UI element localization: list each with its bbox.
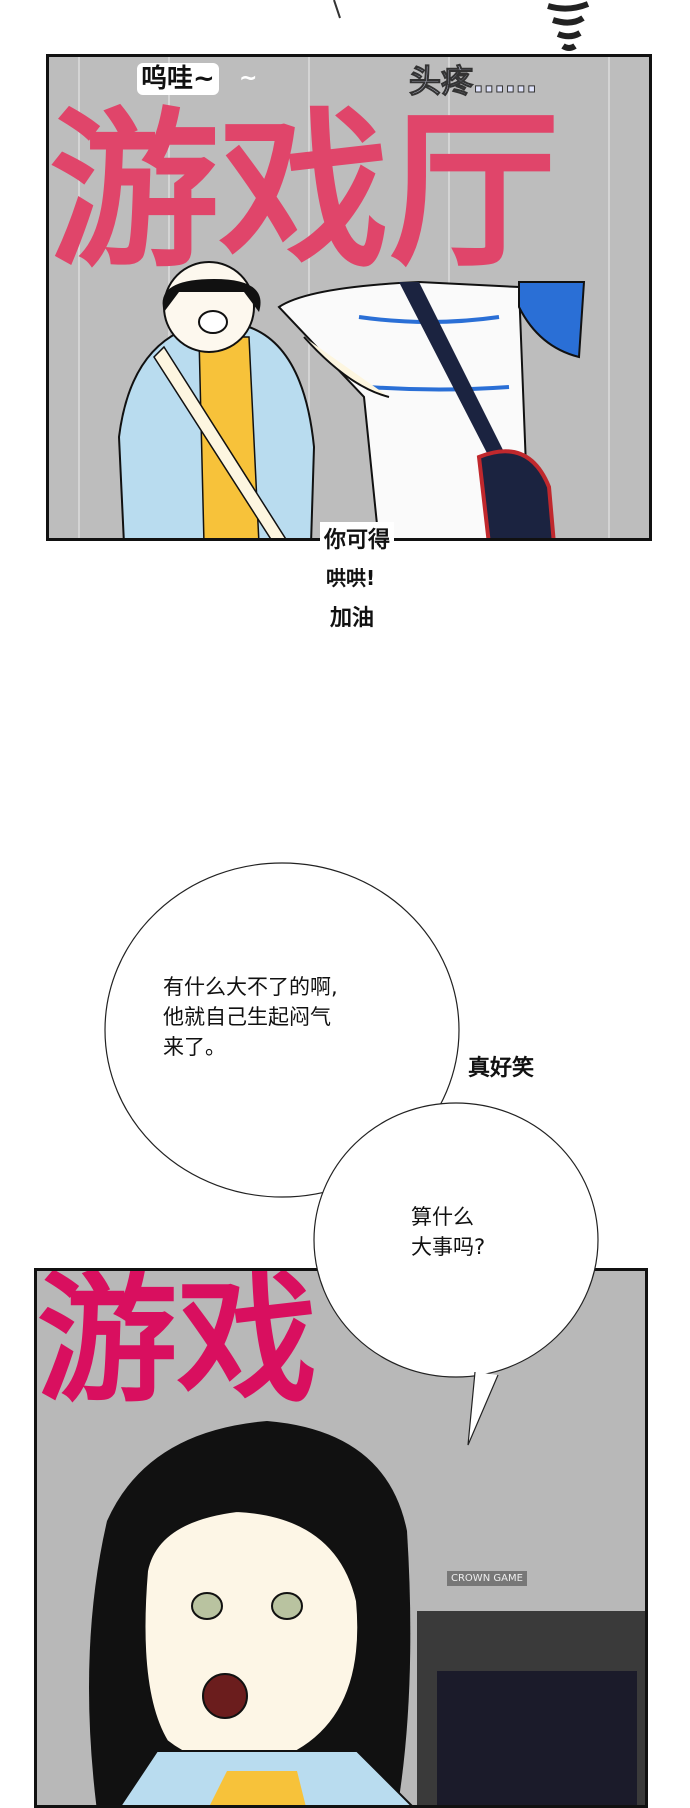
storm-cloud-icon [547, 1, 590, 51]
bubble-2-text: 算什么 大事吗? [411, 1202, 485, 1262]
bubble-2-line-1: 算什么 [411, 1205, 474, 1229]
comic-panel-1: 游戏厅 呜哇~ ~ 头疼…… [46, 54, 652, 541]
sfx-headache: 头疼…… [408, 62, 538, 101]
arcade-sign: 游戏厅 [49, 93, 560, 291]
caption-line-2: 哄哄! [326, 566, 376, 590]
bubble-2-line-2: 大事吗? [411, 1235, 486, 1259]
sfx-tilde: ~ [239, 66, 258, 91]
panel-2-artwork [89, 1421, 645, 1805]
bubble-1-line-1: 有什么大不了的啊, [163, 975, 338, 999]
girl-character [117, 261, 316, 538]
machine-label: CROWN GAME [447, 1571, 527, 1586]
caption-line-3: 加油 [330, 606, 375, 631]
arcade-sign-2: 游戏 [37, 1268, 318, 1422]
man-character [277, 280, 586, 538]
aside-text: 真好笑 [468, 1056, 535, 1081]
bubble-1-line-3: 来了。 [163, 1035, 226, 1059]
panel-1-artwork [78, 57, 610, 538]
bubble-1-line-2: 他就自己生起闷气 [163, 1005, 331, 1029]
caption-line-1: 你可得 [320, 522, 395, 554]
sfx-wow: 呜哇~ [137, 63, 219, 95]
comic-panel-2: 游戏 CROWN GAME [34, 1268, 648, 1808]
top-decoration [333, 0, 590, 51]
bubble-1-text: 有什么大不了的啊, 他就自己生起闷气 来了。 [163, 972, 338, 1062]
